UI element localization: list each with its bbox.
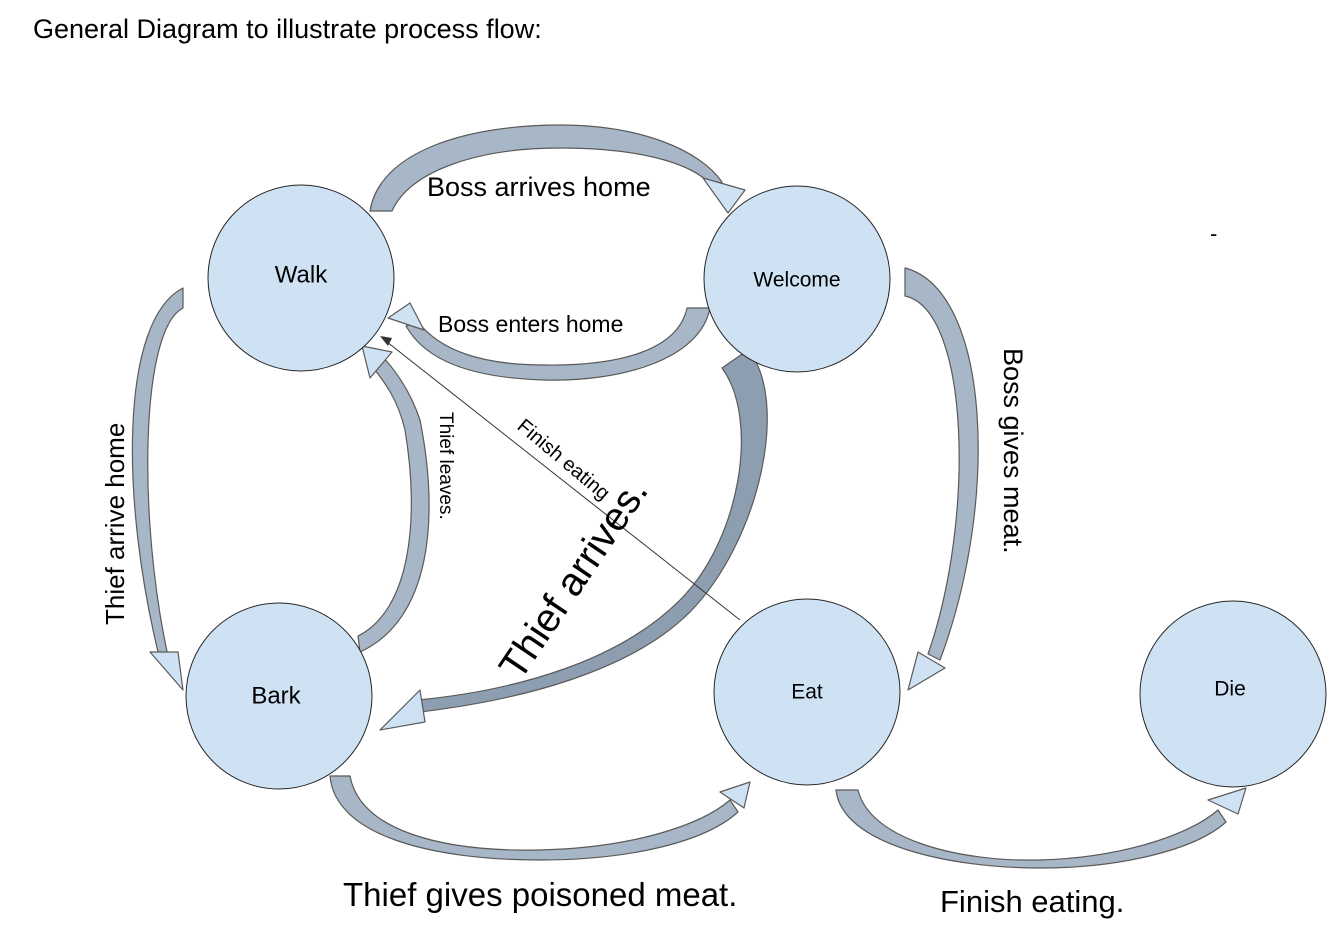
node-bark-label: Bark: [251, 682, 301, 709]
arrow-boss-enters-home: [387, 302, 711, 381]
arrow-boss-gives-meat: [904, 267, 979, 691]
node-walk: Walk: [207, 184, 395, 372]
arrow-thief-gives-poisoned-meat: [329, 775, 751, 861]
arrow-finish-eating: [835, 787, 1247, 869]
label-boss-enters-home: Boss enters home: [438, 311, 623, 337]
node-welcome-label: Welcome: [753, 269, 840, 292]
node-welcome: Welcome: [703, 185, 891, 373]
node-walk-label: Walk: [275, 261, 328, 288]
dash-mark: -: [1210, 221, 1217, 246]
arrow-thief-arrive-home: [131, 287, 184, 691]
node-eat-label: Eat: [791, 681, 823, 704]
label-thief-gives-poisoned-meat: Thief gives poisoned meat.: [343, 876, 737, 913]
arrow-finish-eating-small: [380, 336, 741, 621]
label-thief-arrive-home: Thief arrive home: [100, 423, 130, 625]
label-thief-arrives: Thief arrives.: [491, 471, 657, 687]
label-thief-leaves: Thief leaves.: [435, 412, 456, 520]
node-die: Die: [1139, 600, 1327, 788]
arrow-thief-leaves: [357, 345, 430, 653]
arrow-boss-arrives-home: [369, 124, 746, 214]
label-boss-arrives-home: Boss arrives home: [427, 172, 651, 202]
label-boss-gives-meat: Boss gives meat.: [998, 348, 1028, 554]
diagram-heading: General Diagram to illustrate process fl…: [33, 14, 542, 44]
node-bark: Bark: [185, 602, 373, 790]
label-finish-eating-small: Finish eating: [513, 415, 614, 505]
node-die-label: Die: [1214, 678, 1246, 701]
node-eat: Eat: [713, 598, 901, 786]
label-finish-eating: Finish eating.: [940, 884, 1124, 919]
arrow-thief-arrives: [379, 349, 768, 731]
